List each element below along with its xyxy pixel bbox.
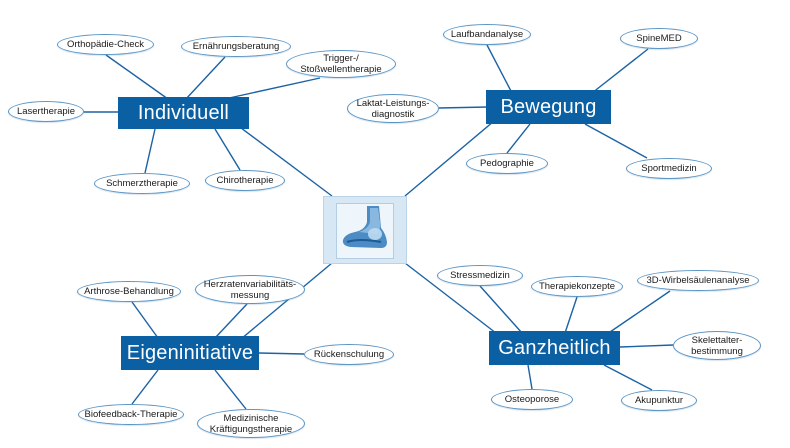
leaf-laufbandanalyse: Laufbandanalyse [443,24,531,45]
center-image-frame [336,203,394,259]
foot-ankle-icon [342,206,387,248]
connector-line [144,128,156,174]
connector-line [224,115,333,197]
leaf-sportmedizin: Sportmedizin [626,158,712,179]
connector-line [619,344,674,348]
leaf-osteoporose: Osteoporose [491,389,573,410]
leaf-akupunktur: Akupunktur [621,390,697,411]
leaf-skelettalterbestimmung: Skelettalter-bestimmung [673,331,761,360]
leaf-pedographie: Pedographie [466,153,548,174]
connector-line [479,285,523,334]
leaf-orthopaedie-check: Orthopädie-Check [57,34,154,55]
connector-line [609,290,671,333]
connector-line [219,77,321,101]
connector-line [438,106,489,109]
leaf-laktat-leistungsdiagnostik: Laktat-Leistungs-diagnostik [347,94,439,123]
leaf-3d-wirbelsaeulenanalyse: 3D-Wirbelsäulenanalyse [637,270,759,291]
connector-line [214,369,247,410]
hub-ganzheitlich: Ganzheitlich [489,331,620,365]
hub-bewegung: Bewegung [486,90,611,124]
leaf-ernaehrungsberatung: Ernährungsberatung [181,36,291,57]
leaf-herzratenvariabilitaetsmessung: Herzratenvariabilitäts-messung [195,275,305,304]
leaf-trigger-stosswellentherapie: Trigger-/Stoßwellentherapie [286,50,396,78]
leaf-spinemed: SpineMED [620,28,698,49]
hub-individuell: Individuell [118,97,249,129]
connector-line [527,364,533,390]
connector-line [258,352,305,355]
leaf-stressmedizin: Stressmedizin [437,265,523,286]
leaf-therapiekonzepte: Therapiekonzepte [531,276,623,297]
connector-line [506,123,531,154]
leaf-arthrose-behandlung: Arthrose-Behandlung [77,281,181,302]
connector-line [564,296,578,334]
leaf-schmerztherapie: Schmerztherapie [94,173,190,194]
leaf-chirotherapie: Chirotherapie [205,170,285,191]
hub-eigeninitiative: Eigeninitiative [121,336,259,370]
connector-line [404,115,501,197]
connector-line [214,128,241,171]
connector-line [184,56,226,101]
connector-line [131,301,159,339]
leaf-lasertherapie: Lasertherapie [8,101,84,122]
connector-line [591,48,649,94]
connector-line [234,262,333,345]
connector-line [404,262,506,341]
leaf-biofeedback-therapie: Biofeedback-Therapie [78,404,184,425]
connector-line [584,123,648,159]
leaf-rueckenschulung: Rückenschulung [304,344,394,365]
center-image [323,196,407,264]
connector-line [486,44,513,94]
connector-line [131,369,159,405]
connector-line [603,364,653,391]
connector-line [214,303,248,339]
connector-line [105,54,176,105]
